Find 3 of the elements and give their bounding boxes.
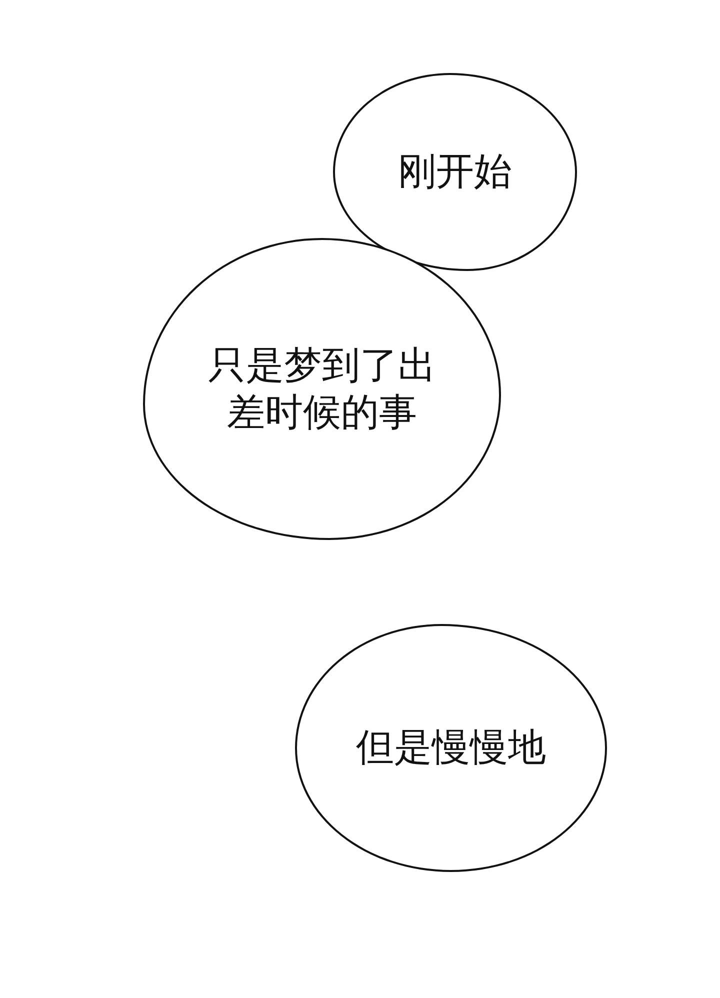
dialogue-text: 只是梦到了出差时候的事 [207, 342, 437, 436]
dialogue-text: 刚开始 [397, 148, 513, 196]
dialogue-text: 但是慢慢地 [355, 724, 547, 772]
